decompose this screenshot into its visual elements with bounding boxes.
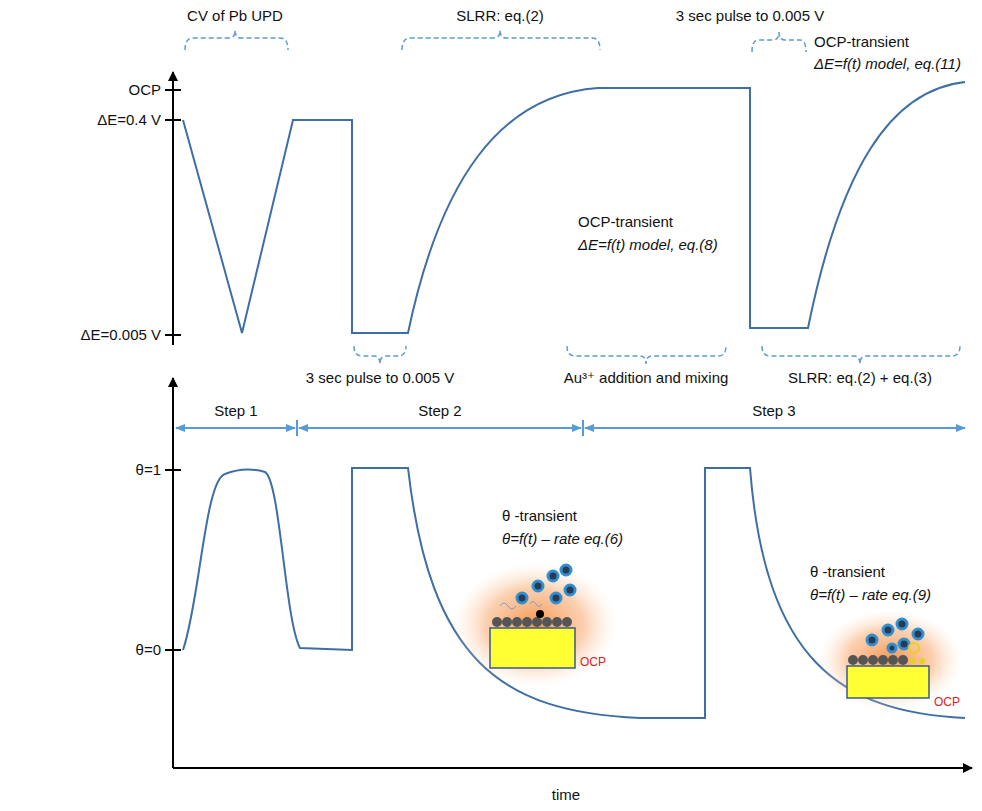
top-axis (165, 72, 181, 345)
curve-annotation: ΔE=f(t) model, eq.(8) (578, 236, 718, 254)
curve-annotation: θ -transient (502, 507, 577, 525)
bracket-label: SLRR: eq.(2) (456, 7, 544, 25)
bracket-label: CV of Pb UPD (187, 7, 283, 25)
bracket-label: 3 sec pulse to 0.005 V (676, 7, 824, 25)
potential-tag: OCP (934, 695, 960, 709)
electrode-illustration (818, 610, 962, 710)
step-label: Step 2 (418, 402, 461, 420)
axis-tick-label: θ=0 (136, 641, 161, 659)
dashed-braces (185, 30, 960, 364)
axis-tick-label: θ=1 (136, 461, 161, 479)
curve-annotation: θ=f(t) – rate eq.(9) (810, 586, 931, 604)
axis-tick-label: OCP (128, 81, 161, 99)
curve-annotation: OCP-transient (814, 33, 909, 51)
coverage-curve (183, 468, 965, 718)
curve-annotation: θ=f(t) – rate eq.(6) (502, 530, 623, 548)
step-label: Step 3 (752, 402, 795, 420)
bracket-label: 3 sec pulse to 0.005 V (306, 369, 454, 387)
curve-annotation: ΔE=f(t) model, eq.(11) (814, 55, 961, 73)
potential-tag: OCP (580, 655, 606, 669)
axis-title: time (552, 786, 580, 804)
axis-tick-label: ΔE=0.4 V (97, 111, 161, 129)
bottom-axes (165, 378, 972, 768)
curve-annotation: θ -transient (810, 563, 885, 581)
curve-annotation: OCP-transient (578, 213, 673, 231)
bracket-label: Au³⁺ addition and mixing (564, 369, 729, 387)
bracket-label: SLRR: eq.(2) + eq.(3) (788, 369, 932, 387)
electrode-illustration (453, 563, 617, 687)
potential-curve (183, 82, 965, 333)
step-label: Step 1 (214, 402, 257, 420)
axis-tick-label: ΔE=0.005 V (81, 326, 162, 344)
step-bar (176, 420, 965, 436)
